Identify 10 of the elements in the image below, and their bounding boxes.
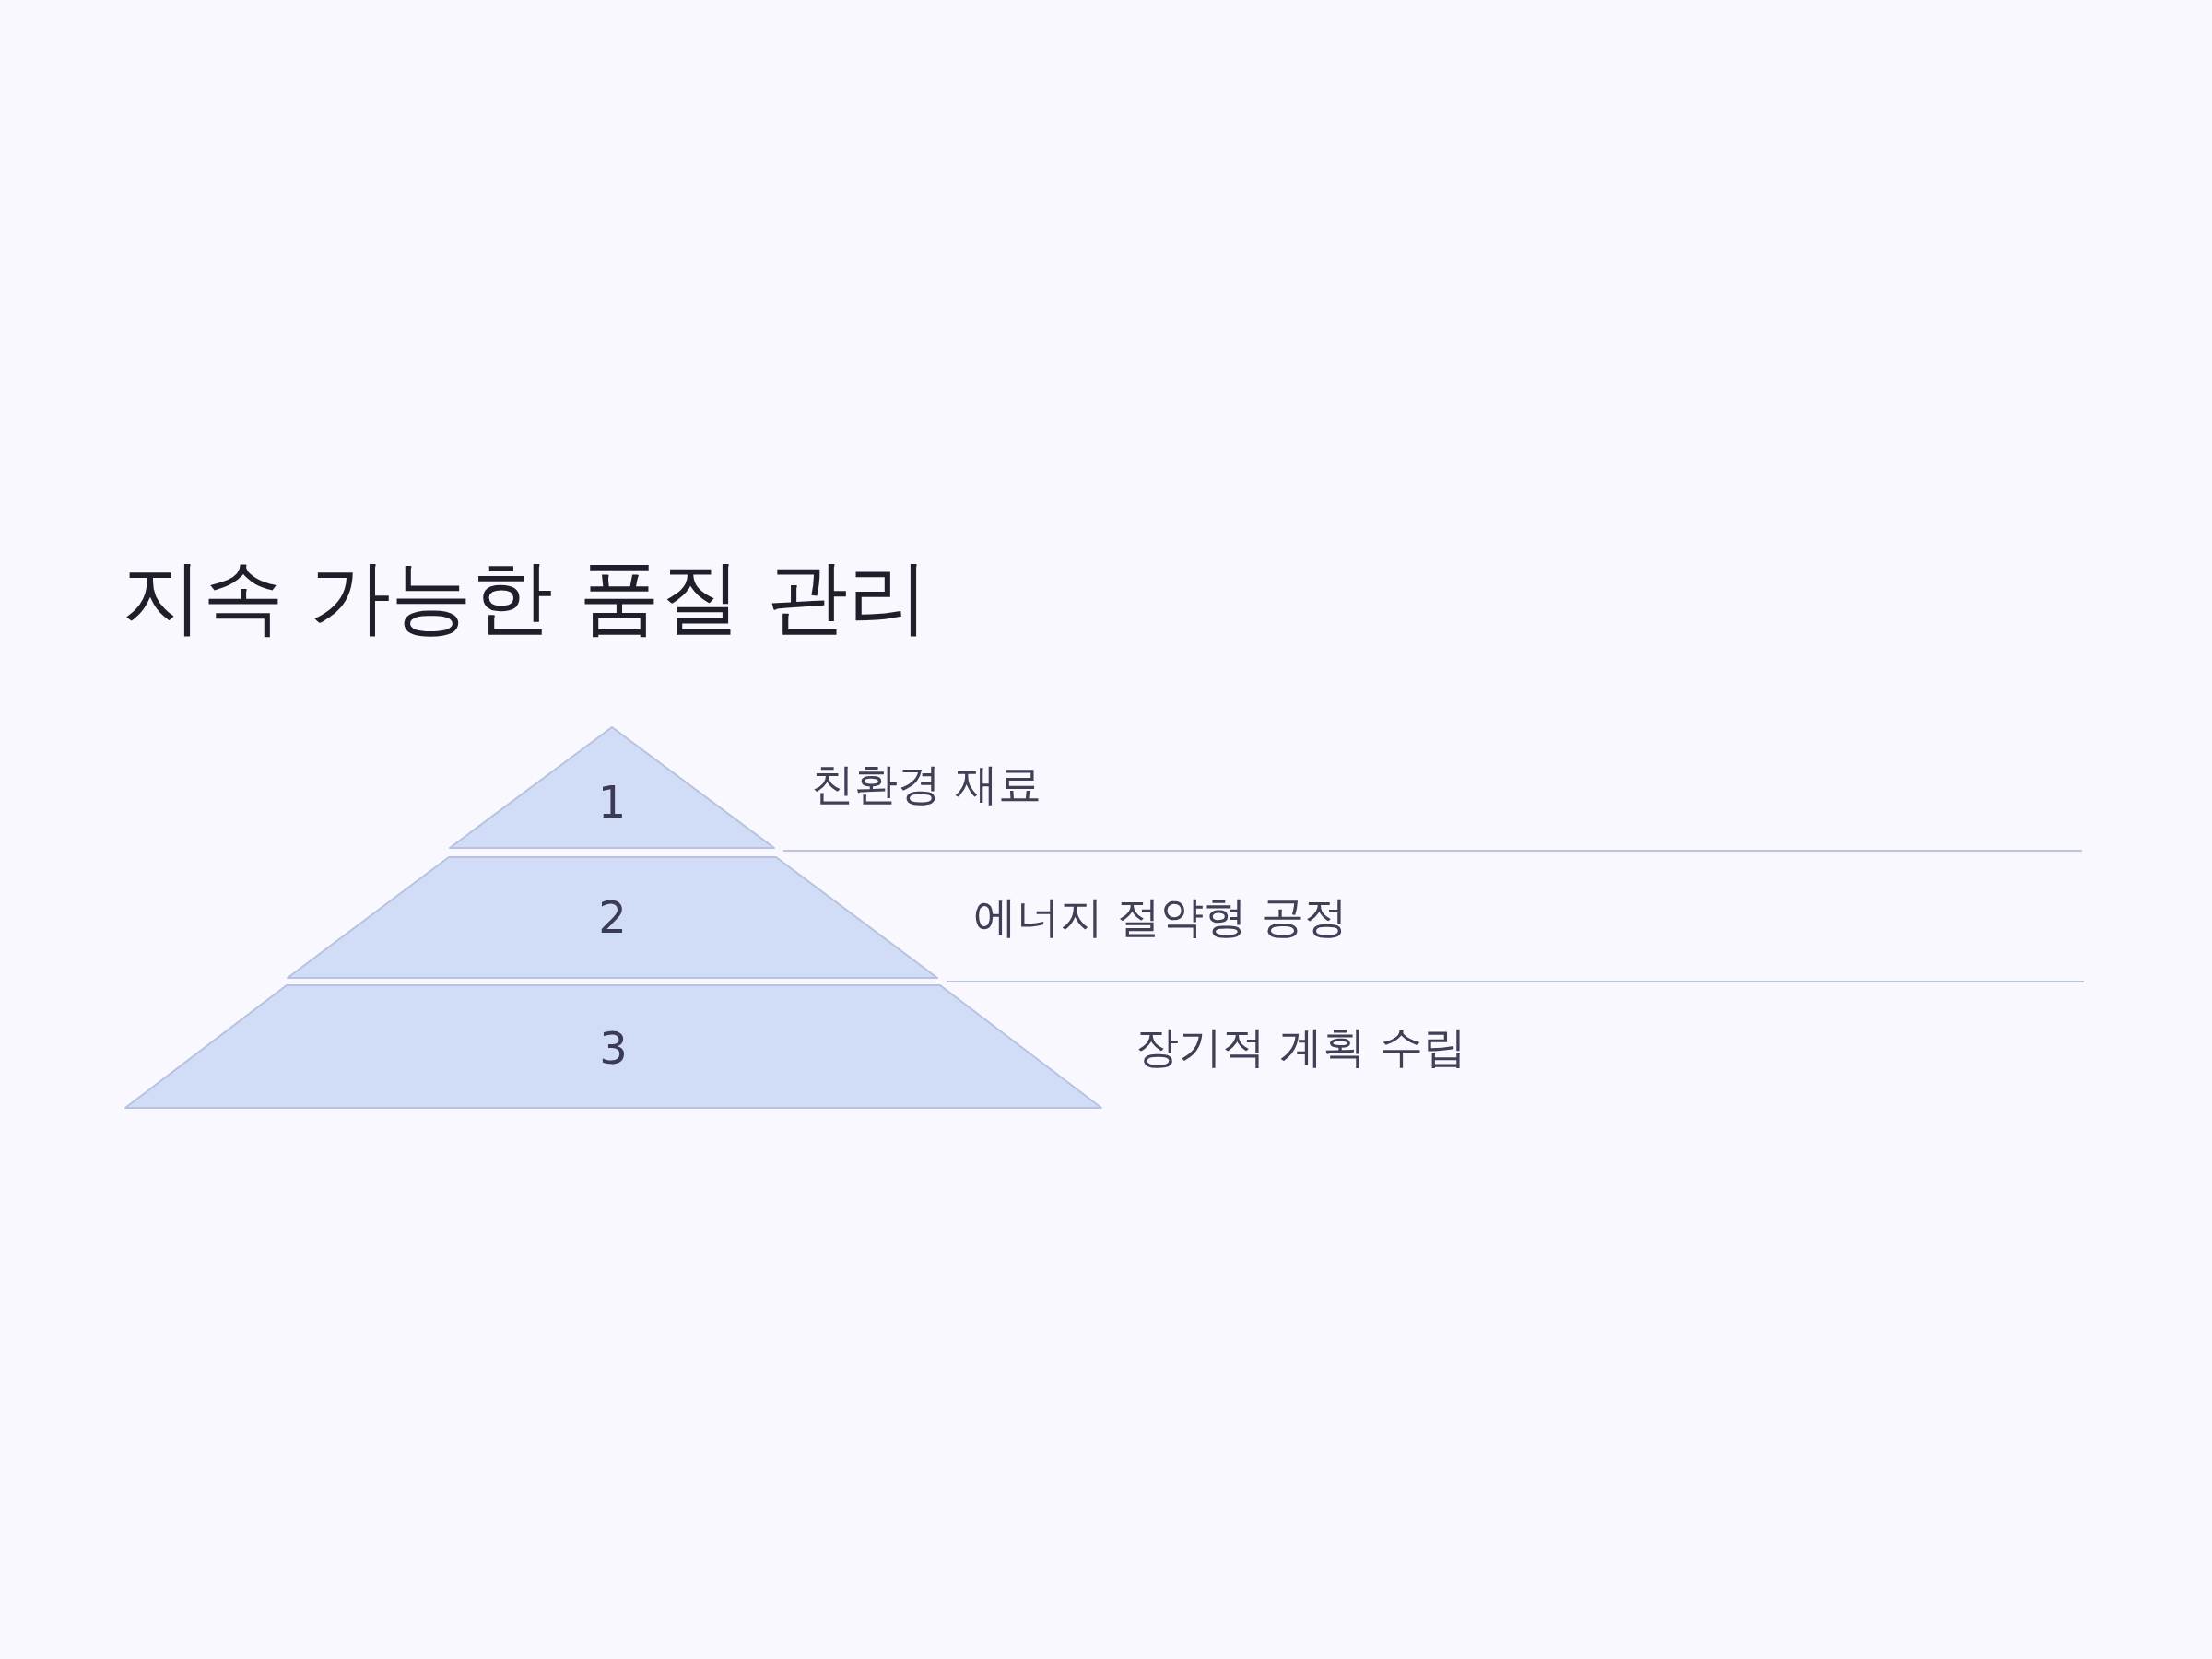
tier-number: 3 <box>599 1021 628 1076</box>
pyramid-tier <box>287 856 938 979</box>
tier-number: 2 <box>598 890 627 945</box>
tier-number: 1 <box>597 775 627 830</box>
tier-label: 장기적 계획 수립 <box>1135 1020 1466 1074</box>
title: 지속 가능한 품질 관리 <box>122 548 929 646</box>
tier-label: 에너지 절약형 공정 <box>973 890 1347 944</box>
pyramid-tier <box>124 984 1102 1109</box>
pyramid-tier <box>449 726 775 849</box>
tier-label: 친환경 재료 <box>811 758 1041 811</box>
